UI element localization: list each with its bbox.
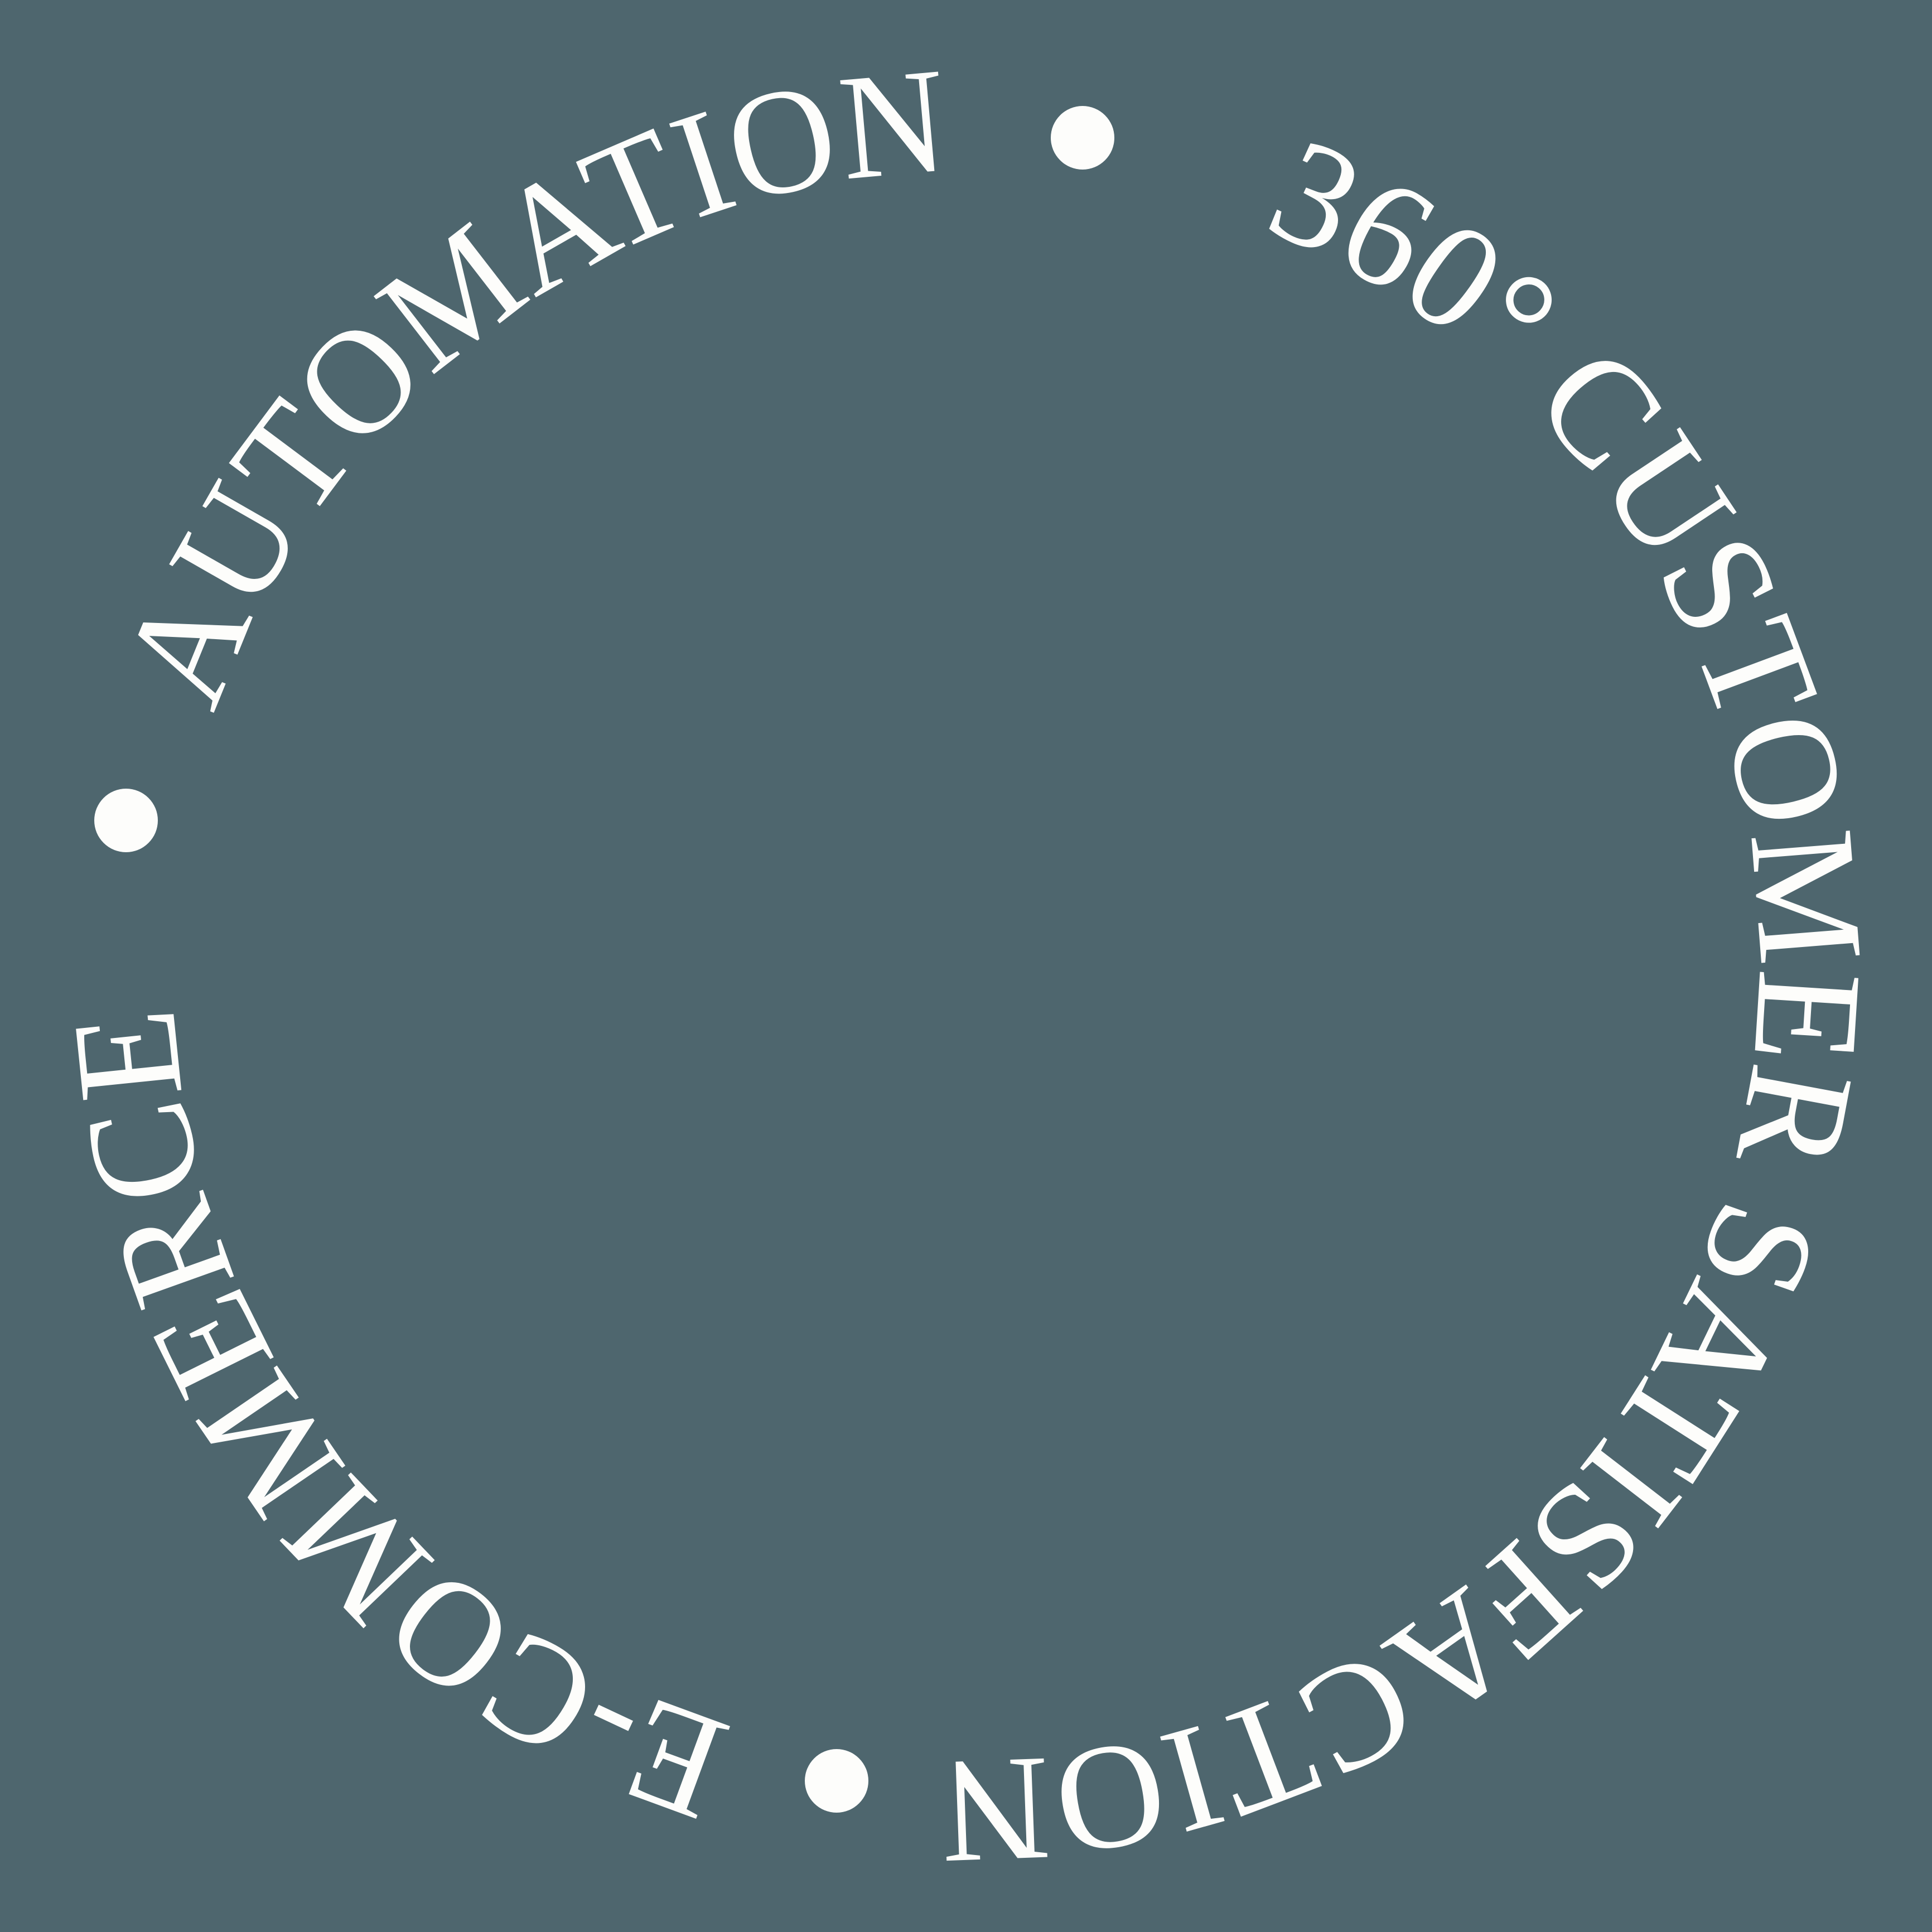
arc-word-automation: AUTOMATION — [89, 36, 953, 727]
arc-text-ring: 360° CUSTOMER SATISFACTION — [938, 105, 1895, 1896]
arc-text-ring: AUTOMATION — [89, 36, 953, 727]
separator-dot-top-icon — [1051, 106, 1114, 170]
separator-dot-left-icon — [94, 789, 158, 852]
arc-text-ring: E-COMMERCE — [40, 1002, 746, 1853]
separator-dot-bottom-icon — [805, 1749, 868, 1813]
arc-word-e-commerce: E-COMMERCE — [40, 1002, 746, 1853]
arc-word-360-customer-satisfaction: 360° CUSTOMER SATISFACTION — [938, 105, 1895, 1896]
